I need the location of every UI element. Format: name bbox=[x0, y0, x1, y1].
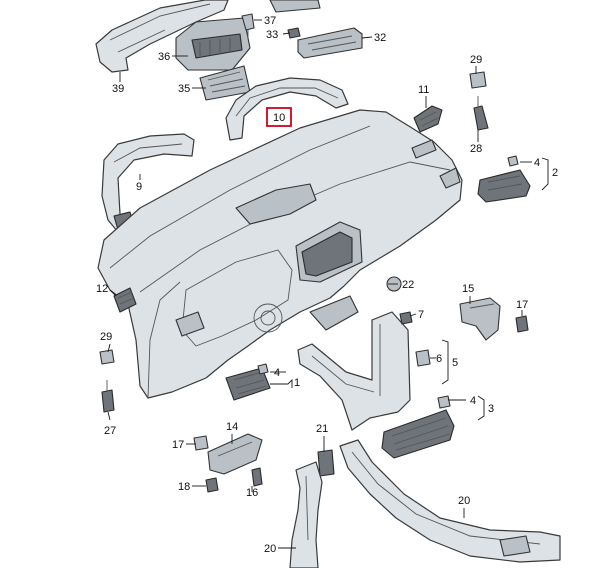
callout-14: 15 bbox=[462, 283, 474, 295]
part-13-bracket[interactable] bbox=[207, 433, 263, 475]
dashboard-main[interactable] bbox=[97, 109, 463, 399]
part-5-console-bracket[interactable] bbox=[297, 311, 411, 431]
highlight-box-10 bbox=[266, 107, 292, 127]
callout-6: 6 bbox=[436, 353, 442, 365]
callout-7: 7 bbox=[418, 309, 424, 321]
part-3-lower-vent[interactable] bbox=[381, 395, 455, 459]
callout-4-c: 4 bbox=[470, 395, 476, 407]
callout-20: 20 bbox=[458, 495, 470, 507]
part-27-connector[interactable] bbox=[101, 380, 115, 413]
part-36-vent-housing[interactable] bbox=[175, 17, 251, 71]
callout-16: 17 bbox=[172, 439, 184, 451]
leader-lines bbox=[107, 19, 549, 549]
callout-36: 36 bbox=[158, 51, 170, 63]
callout-29-left: 29 bbox=[100, 331, 112, 343]
part-top-right-trim[interactable] bbox=[269, 0, 321, 13]
console-trim[interactable] bbox=[309, 295, 359, 331]
part-33-screw[interactable] bbox=[287, 27, 301, 39]
callout-33: 33 bbox=[266, 29, 278, 41]
callout-9: 9 bbox=[136, 181, 142, 193]
part-14-bracket[interactable] bbox=[459, 297, 501, 341]
callout-2: 2 bbox=[552, 167, 558, 179]
part-7-screw[interactable] bbox=[399, 311, 413, 325]
callout-21: 21 bbox=[316, 423, 328, 435]
part-12-side-vent[interactable] bbox=[413, 105, 443, 133]
part-11-left-vent[interactable] bbox=[113, 287, 137, 313]
callout-4-a: 4 bbox=[534, 157, 540, 169]
part-17-screw[interactable] bbox=[515, 315, 529, 333]
part-29-clip-left[interactable] bbox=[99, 349, 115, 365]
callout-39: 39 bbox=[112, 83, 124, 95]
part-2-right-vent[interactable] bbox=[477, 155, 531, 203]
part-16-clip[interactable] bbox=[193, 435, 209, 451]
callout-10: 10 bbox=[273, 112, 285, 124]
callout-13: 14 bbox=[226, 421, 238, 433]
callout-35: 35 bbox=[178, 83, 190, 95]
part-21-block[interactable] bbox=[317, 449, 335, 477]
callout-15: 16 bbox=[246, 487, 258, 499]
callout-22: 22 bbox=[402, 279, 414, 291]
part-1-center-vent[interactable] bbox=[225, 363, 271, 401]
part-20-floor-duct[interactable] bbox=[339, 439, 561, 563]
callout-3: 3 bbox=[488, 403, 494, 415]
callout-11: 12 bbox=[96, 283, 108, 295]
callout-labels: 39 36 35 37 33 32 29 28 11 10 9 4 2 12 2… bbox=[96, 15, 558, 555]
part-10-curved-duct[interactable] bbox=[225, 77, 349, 141]
callout-32: 32 bbox=[374, 32, 386, 44]
callout-28: 28 bbox=[470, 143, 482, 155]
callout-1: 1 bbox=[294, 377, 300, 389]
part-29-clip-top[interactable] bbox=[469, 71, 487, 89]
callout-12: 11 bbox=[418, 84, 429, 96]
part-19-lower-duct[interactable] bbox=[289, 461, 323, 568]
part-32-bracket[interactable] bbox=[297, 27, 363, 59]
callout-37: 37 bbox=[264, 15, 276, 27]
part-15-screw[interactable] bbox=[251, 467, 263, 487]
part-6-clip[interactable] bbox=[415, 349, 431, 367]
part-37-clip[interactable] bbox=[241, 13, 255, 38]
callout-27: 27 bbox=[104, 425, 116, 437]
part-18-screw[interactable] bbox=[205, 477, 219, 493]
callout-19: 20 bbox=[264, 543, 276, 555]
callout-18: 18 bbox=[178, 481, 190, 493]
callout-29-top: 29 bbox=[470, 54, 482, 66]
callout-4-b: 4 bbox=[274, 367, 280, 379]
part-28-connector[interactable] bbox=[473, 96, 489, 131]
callout-5: 5 bbox=[452, 357, 458, 369]
callout-17: 17 bbox=[516, 299, 528, 311]
